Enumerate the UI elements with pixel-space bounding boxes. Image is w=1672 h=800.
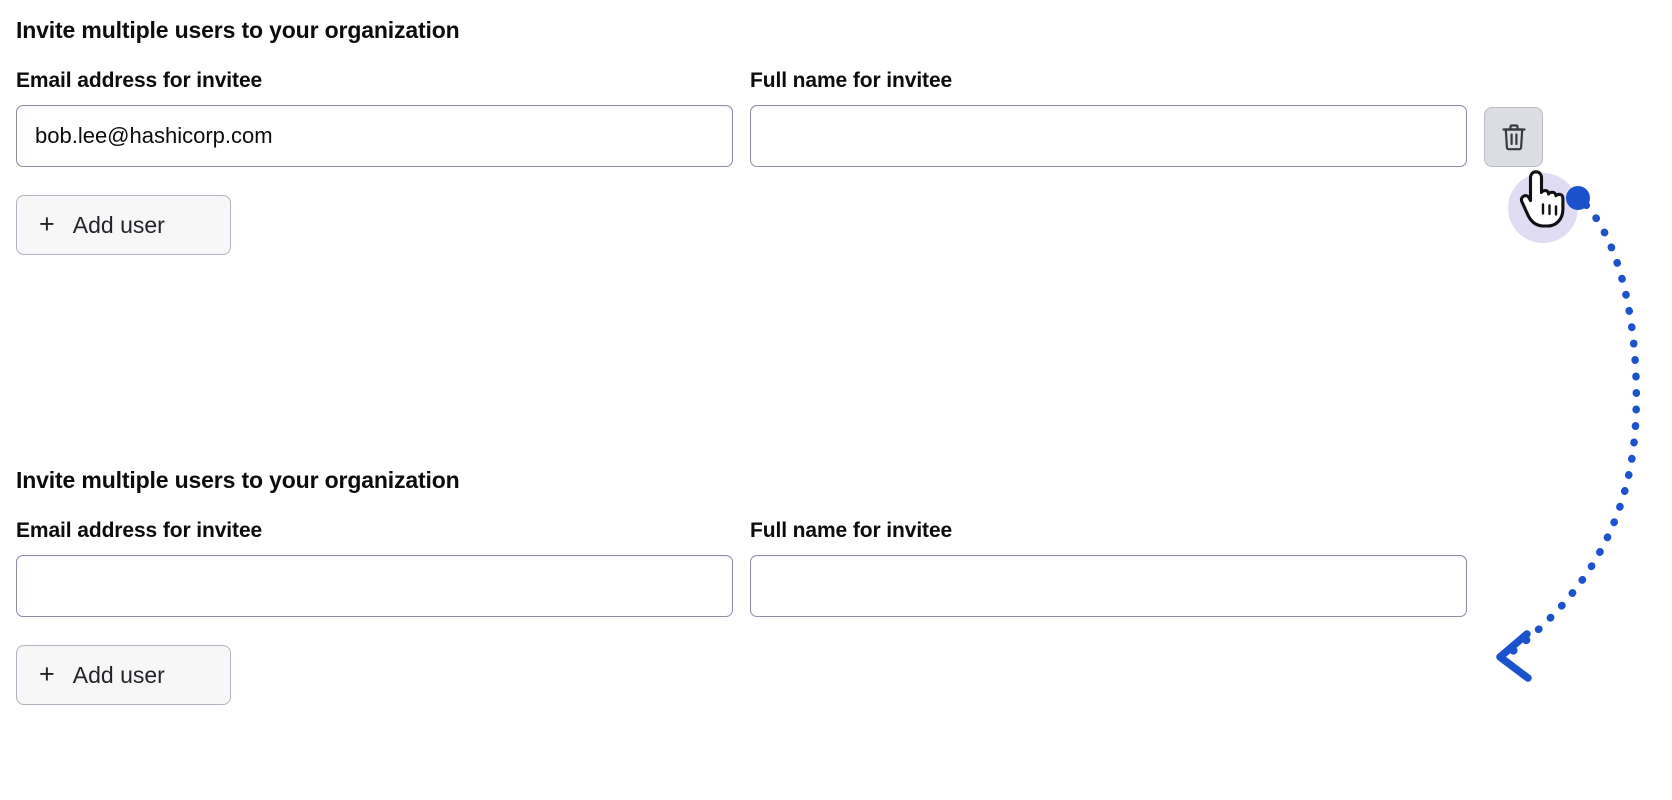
section-title: Invite multiple users to your organizati… [16, 467, 460, 493]
email-field-label: Email address for invitee [16, 69, 263, 92]
email-input[interactable] [16, 555, 733, 617]
email-field-group: Email address for invitee [16, 68, 733, 167]
invite-section-1: Invite multiple users to your organizati… [16, 16, 1576, 255]
email-field-label: Email address for invitee [16, 519, 263, 542]
add-user-button-label: Add user [72, 661, 165, 688]
add-user-button[interactable]: + Add user [16, 645, 231, 705]
invitee-row: Email address for invitee Full name for … [16, 518, 1576, 617]
fullname-field-group: Full name for invitee [750, 68, 1467, 167]
trash-icon [1501, 123, 1527, 151]
fullname-field-label: Full name for invitee [750, 69, 953, 92]
plus-icon: + [39, 208, 55, 239]
fullname-field-label: Full name for invitee [750, 519, 953, 542]
add-user-button[interactable]: + Add user [16, 195, 231, 255]
plus-icon: + [39, 658, 55, 689]
fullname-input[interactable] [750, 555, 1467, 617]
fullname-input[interactable] [750, 105, 1467, 167]
delete-invitee-button[interactable] [1484, 107, 1543, 167]
fullname-field-group: Full name for invitee [750, 518, 1467, 617]
email-field-group: Email address for invitee [16, 518, 733, 617]
invitee-row: Email address for invitee Full name for … [16, 68, 1576, 167]
invite-section-2: Invite multiple users to your organizati… [16, 466, 1576, 705]
email-input[interactable] [16, 105, 733, 167]
add-user-button-label: Add user [72, 211, 165, 238]
section-title: Invite multiple users to your organizati… [16, 17, 460, 43]
